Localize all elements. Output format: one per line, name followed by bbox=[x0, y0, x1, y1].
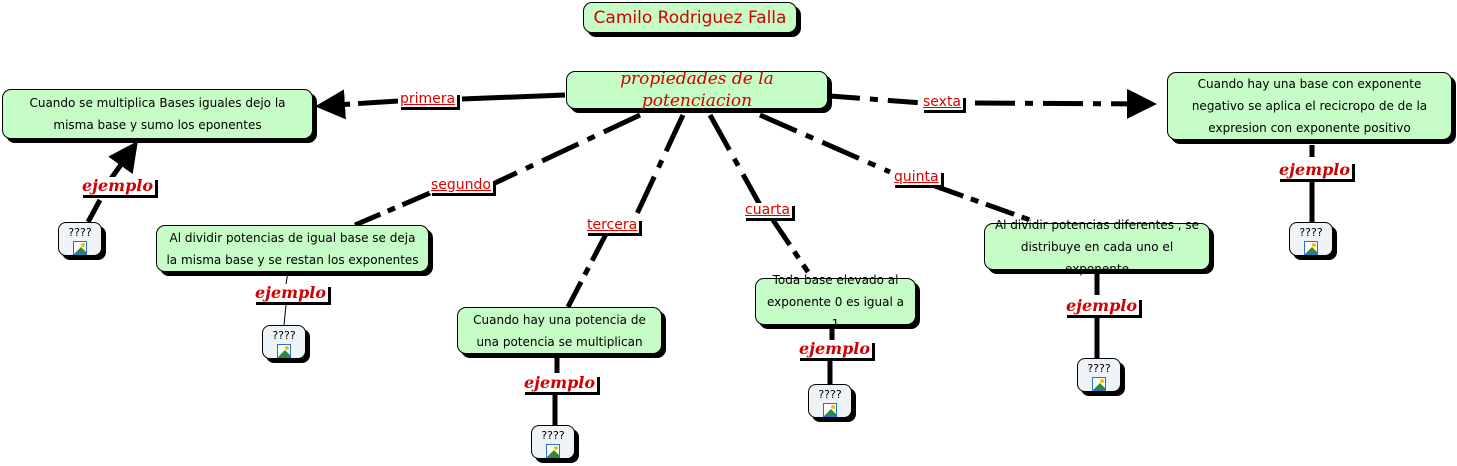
example-text-3: ???? bbox=[541, 429, 565, 442]
example-node-2[interactable]: ???? bbox=[262, 325, 306, 359]
link-cuarta-a bbox=[707, 113, 763, 207]
property-node-2[interactable]: Al dividir potencias de igual base se de… bbox=[156, 225, 429, 272]
link-label-cuarta[interactable]: cuarta bbox=[743, 202, 792, 218]
example-node-4[interactable]: ???? bbox=[808, 384, 852, 418]
link-quinta-b bbox=[934, 183, 1031, 223]
link-sexta-a bbox=[829, 93, 923, 106]
example-label-2[interactable]: ejemplo bbox=[253, 283, 329, 302]
property-text-2: Al dividir potencias de igual base se de… bbox=[166, 230, 419, 267]
example-label-5[interactable]: ejemplo bbox=[1064, 296, 1140, 315]
property-text-6: Cuando hay una base con exponente negati… bbox=[1191, 77, 1428, 135]
link-example-1b bbox=[85, 198, 103, 224]
link-example-2 bbox=[285, 271, 289, 285]
example-text-6: ???? bbox=[1299, 226, 1323, 239]
link-segundo-a bbox=[493, 112, 642, 186]
image-icon[interactable] bbox=[1092, 377, 1106, 391]
example-label-6[interactable]: ejemplo bbox=[1277, 160, 1353, 179]
link-label-segundo[interactable]: segundo bbox=[429, 177, 493, 193]
example-text-1: ???? bbox=[68, 226, 92, 239]
link-tercera-b bbox=[565, 232, 609, 309]
property-text-4: Toda base elevado al exponente 0 es igua… bbox=[766, 272, 905, 331]
image-icon[interactable] bbox=[1304, 241, 1318, 255]
link-sexta-b bbox=[974, 88, 1157, 119]
link-label-primera[interactable]: primera bbox=[398, 91, 458, 107]
link-tercera-a bbox=[632, 113, 686, 220]
example-text-5: ???? bbox=[1087, 362, 1111, 375]
property-node-1[interactable]: Cuando se multiplica Bases iguales dejo … bbox=[2, 89, 313, 139]
link-label-tercera[interactable]: tercera bbox=[585, 217, 640, 233]
property-node-3[interactable]: Cuando hay una potencia de una potencia … bbox=[457, 307, 662, 354]
property-text-5: Al dividir potencias diferentes , se dis… bbox=[994, 217, 1200, 276]
example-node-6[interactable]: ???? bbox=[1289, 222, 1333, 256]
root-concept-node[interactable]: propiedades de la potenciacion bbox=[566, 69, 828, 111]
example-label-1[interactable]: ejemplo bbox=[80, 176, 156, 195]
root-concept-text: propiedades de la potenciacion bbox=[620, 69, 774, 111]
link-label-sexta[interactable]: sexta bbox=[921, 94, 964, 110]
link-quinta-a bbox=[758, 112, 892, 175]
example-node-3[interactable]: ???? bbox=[531, 425, 575, 459]
image-icon[interactable] bbox=[546, 444, 560, 458]
link-cuarta-b bbox=[770, 218, 811, 274]
example-node-1[interactable]: ???? bbox=[58, 222, 102, 256]
example-node-5[interactable]: ???? bbox=[1077, 358, 1121, 392]
link-segundo-b bbox=[354, 190, 431, 228]
image-icon[interactable] bbox=[277, 344, 291, 358]
link-label-quinta[interactable]: quinta bbox=[892, 169, 941, 185]
link-primera-a bbox=[461, 92, 566, 102]
image-icon[interactable] bbox=[73, 241, 87, 255]
link-example-1 bbox=[107, 140, 138, 182]
example-text-2: ???? bbox=[272, 329, 296, 342]
author-title-node[interactable]: Camilo Rodriguez Falla bbox=[583, 2, 797, 33]
example-label-3[interactable]: ejemplo bbox=[522, 373, 598, 392]
property-node-5[interactable]: Al dividir potencias diferentes , se dis… bbox=[984, 218, 1210, 276]
image-icon[interactable] bbox=[823, 403, 837, 417]
link-primera-b bbox=[315, 89, 399, 120]
property-text-3: Cuando hay una potencia de una potencia … bbox=[473, 312, 646, 349]
example-label-4[interactable]: ejemplo bbox=[797, 339, 873, 358]
link-example-2b bbox=[283, 304, 287, 326]
property-text-1: Cuando se multiplica Bases iguales dejo … bbox=[29, 96, 286, 132]
author-title-text: Camilo Rodriguez Falla bbox=[593, 7, 787, 28]
example-text-4: ???? bbox=[818, 388, 842, 401]
property-node-4[interactable]: Toda base elevado al exponente 0 es igua… bbox=[755, 273, 916, 331]
property-node-6[interactable]: Cuando hay una base con exponente negati… bbox=[1167, 72, 1452, 140]
